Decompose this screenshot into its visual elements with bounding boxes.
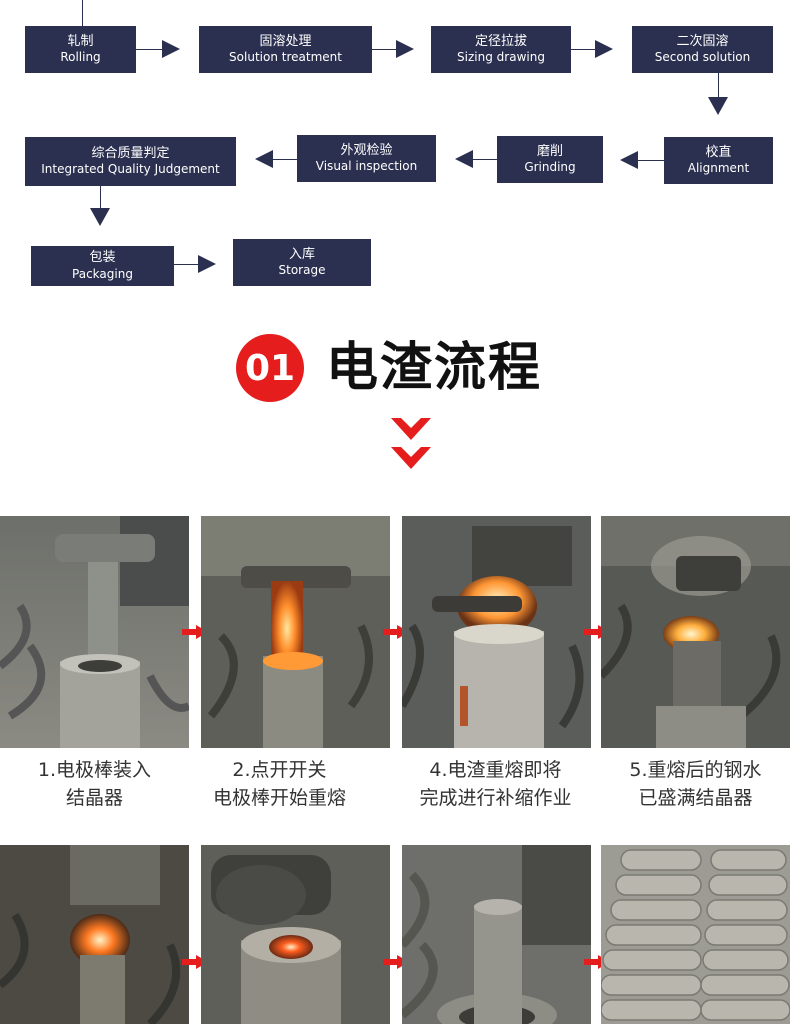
flow-box-storage: 入库 Storage — [233, 239, 371, 286]
flow-box-solution-treatment: 固溶处理 Solution treatment — [199, 26, 372, 73]
flow-connector — [174, 264, 198, 265]
flow-box-en: Integrated Quality Judgement — [41, 162, 220, 177]
process-photo-hot-topping — [402, 516, 591, 748]
flow-box-zh: 外观检验 — [340, 142, 393, 158]
step-caption-line: 2.点开开关 — [232, 759, 327, 781]
flow-arrow-down — [708, 97, 728, 115]
flow-box-packaging: 包装 Packaging — [31, 246, 174, 286]
flow-box-en: Second solution — [654, 50, 751, 65]
flow-box-en: Sizing drawing — [457, 50, 545, 65]
step-caption-line: 4.电渣重熔即将 — [429, 759, 562, 781]
flow-arrow-left — [455, 150, 473, 168]
chevron-down-icon — [391, 418, 431, 440]
process-photo-ingots-stacked — [601, 845, 790, 1024]
step-caption-line: 1.电极棒装入 — [37, 759, 152, 781]
step-caption: 5.重熔后的钢水 已盛满结晶器 — [597, 756, 790, 812]
chevron-down-icon — [391, 447, 431, 469]
flow-box-zh: 包装 — [89, 250, 116, 266]
flow-connector — [82, 0, 83, 26]
step-caption-line: 完成进行补缩作业 — [419, 787, 572, 809]
flow-box-en: Storage — [278, 263, 326, 278]
flow-arrow-right — [162, 40, 180, 58]
process-photo-start-remelting — [201, 516, 390, 748]
flow-connector — [473, 159, 497, 160]
flow-box-zh: 磨削 — [536, 143, 563, 159]
section-title: 电渣流程 — [326, 338, 543, 398]
step-caption-line: 已盛满结晶器 — [638, 787, 753, 809]
flow-box-en: Visual inspection — [315, 159, 418, 174]
step-caption: 4.电渣重熔即将 完成进行补缩作业 — [397, 756, 594, 812]
flow-connector — [273, 159, 297, 160]
flow-box-en: Packaging — [72, 266, 133, 281]
flow-connector — [372, 49, 396, 50]
flow-box-en: Grinding — [524, 160, 576, 175]
flow-connector — [136, 49, 162, 50]
flow-box-alignment: 校直 Alignment — [664, 137, 773, 184]
flow-box-visual-inspection: 外观检验 Visual inspection — [297, 135, 436, 182]
step-caption-line: 5.重熔后的钢水 — [629, 759, 762, 781]
flow-connector — [638, 160, 664, 161]
section-heading: 01 电渣流程 — [0, 330, 790, 406]
flow-arrow-down — [90, 208, 110, 226]
process-photo-mold-filled — [601, 516, 790, 748]
flow-box-en: Rolling — [60, 50, 101, 65]
process-photo-cooling-ingot — [0, 845, 189, 1024]
flow-box-en: Solution treatment — [229, 50, 342, 65]
flow-box-integrated-quality: 综合质量判定 Integrated Quality Judgement — [25, 137, 236, 186]
flow-connector — [571, 49, 595, 50]
flow-box-zh: 入库 — [288, 246, 315, 262]
step-caption: 1.电极棒装入 结晶器 — [0, 756, 193, 812]
flow-box-en: Alignment — [687, 161, 750, 176]
step-caption-line: 电极棒开始重熔 — [212, 787, 346, 809]
process-photo-mold-top — [201, 845, 390, 1024]
flow-arrow-right — [198, 255, 216, 273]
flow-box-zh: 校直 — [705, 144, 732, 160]
flow-arrow-left — [255, 150, 273, 168]
flow-connector — [718, 73, 719, 97]
flow-connector — [100, 186, 101, 208]
flow-box-second-solution: 二次固溶 Second solution — [632, 26, 773, 73]
step-caption: 2.点开开关 电极棒开始重熔 — [181, 756, 378, 812]
flow-box-sizing-drawing: 定径拉拔 Sizing drawing — [431, 26, 571, 73]
flow-arrow-left — [620, 151, 638, 169]
step-caption-line: 结晶器 — [65, 787, 123, 809]
flow-box-zh: 综合质量判定 — [91, 145, 170, 161]
flow-box-zh: 二次固溶 — [676, 33, 729, 49]
section-number-badge: 01 — [236, 334, 304, 402]
flow-box-zh: 定径拉拔 — [474, 33, 527, 49]
process-photo-electrode-loading — [0, 516, 189, 748]
flow-arrow-right — [595, 40, 613, 58]
flow-box-zh: 轧制 — [67, 33, 94, 49]
flow-box-zh: 固溶处理 — [259, 33, 312, 49]
flow-box-rolling: 轧制 Rolling — [25, 26, 136, 73]
flow-box-grinding: 磨削 Grinding — [497, 136, 603, 183]
flow-arrow-right — [396, 40, 414, 58]
process-photo-ingot-removed — [402, 845, 591, 1024]
